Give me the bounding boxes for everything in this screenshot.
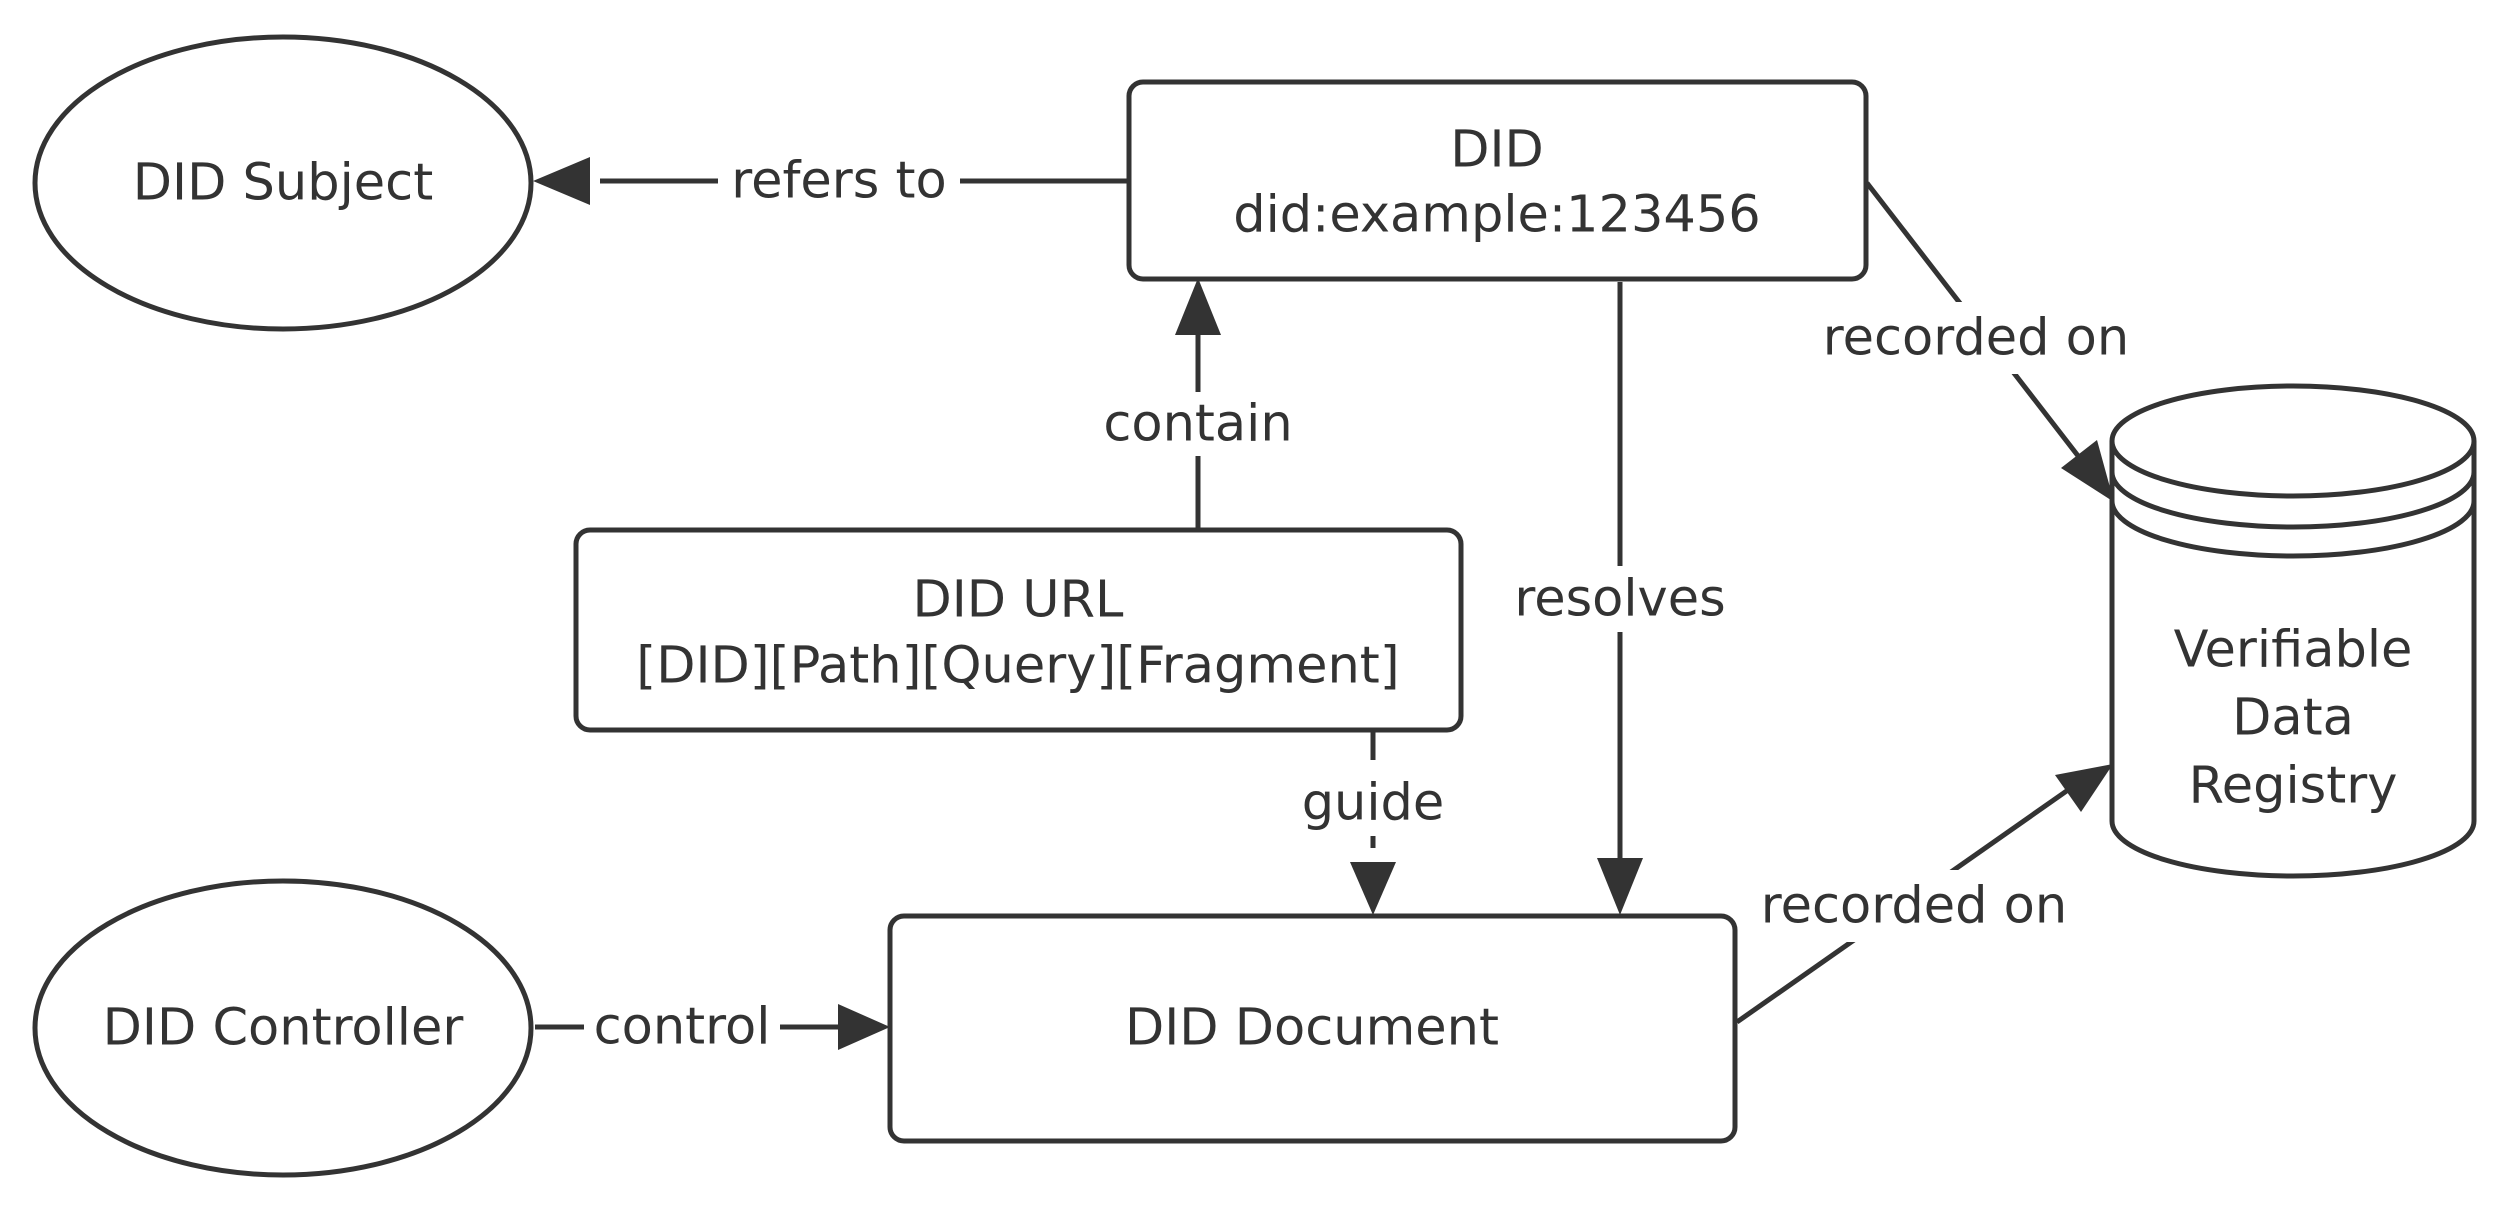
registry-cylinder-ring-2 bbox=[2109, 500, 2477, 559]
did-document-box bbox=[887, 913, 1738, 1144]
node-did-controller: DID Controller bbox=[32, 878, 534, 1178]
node-did: DID did:example:123456 bbox=[1126, 79, 1869, 282]
node-did-url: DID URL [DID][Path][Query][Fragment] bbox=[573, 527, 1464, 733]
did-box bbox=[1126, 79, 1869, 282]
registry-label-line-2: Data bbox=[2232, 689, 2354, 748]
did-url-title: DID URL bbox=[913, 571, 1125, 630]
did-identifier: did:example:123456 bbox=[1233, 186, 1760, 245]
registry-label-line-1: Verifiable bbox=[2174, 621, 2413, 680]
edge-control-arrowhead bbox=[838, 1004, 890, 1050]
edge-resolves-label-bg bbox=[1508, 566, 1732, 632]
edge-guide-label-bg bbox=[1290, 770, 1456, 836]
did-title: DID bbox=[1450, 121, 1544, 180]
edge-recorded-on-document-label-bg bbox=[1755, 870, 2073, 942]
edge-guide-arrowhead bbox=[1350, 862, 1396, 915]
did-subject-label: DID Subject bbox=[133, 154, 433, 213]
edge-recorded-on-document-arrowhead bbox=[2055, 764, 2113, 812]
edge-refers-to-label-bg bbox=[718, 145, 960, 217]
edge-control: control bbox=[535, 992, 890, 1062]
registry-cylinder-top bbox=[2109, 383, 2477, 499]
edge-recorded-on-did-arrowhead bbox=[2061, 440, 2114, 502]
edge-contain-label: contain bbox=[1103, 395, 1292, 454]
did-url-syntax: [DID][Path][Query][Fragment] bbox=[636, 637, 1399, 696]
node-did-subject: DID Subject bbox=[32, 34, 534, 332]
registry-cylinder-ring-1 bbox=[2109, 471, 2477, 530]
did-url-box bbox=[573, 527, 1464, 733]
did-document-label: DID Document bbox=[1125, 999, 1499, 1058]
edge-resolves: resolves bbox=[1508, 282, 1732, 915]
edge-resolves-arrowhead bbox=[1597, 858, 1643, 915]
edge-recorded-on-did: recorded on bbox=[1820, 181, 2132, 502]
did-controller-ellipse bbox=[32, 878, 534, 1178]
edge-recorded-on-did-label: recorded on bbox=[1823, 309, 2129, 368]
edge-contain: contain bbox=[1096, 278, 1300, 528]
edge-refers-to-arrowhead bbox=[533, 157, 590, 205]
did-controller-label: DID Controller bbox=[103, 999, 464, 1058]
edge-guide: guide bbox=[1290, 732, 1456, 915]
registry-label-line-3: Registry bbox=[2189, 757, 2398, 816]
edge-refers-to-label: refers to bbox=[731, 152, 947, 211]
edge-recorded-on-did-label-bg bbox=[1820, 302, 2132, 374]
did-subject-ellipse bbox=[32, 34, 534, 332]
edge-refers-to: refers to bbox=[533, 145, 1128, 217]
edge-recorded-on-document-label: recorded on bbox=[1761, 877, 2067, 936]
edge-contain-label-bg bbox=[1096, 392, 1300, 456]
edge-control-label: control bbox=[594, 998, 771, 1057]
edge-control-label-bg bbox=[584, 992, 780, 1062]
edge-resolves-label: resolves bbox=[1514, 570, 1725, 629]
node-verifiable-data-registry: Verifiable Data Registry bbox=[2109, 383, 2477, 879]
edge-contain-arrowhead bbox=[1175, 278, 1221, 335]
node-did-document: DID Document bbox=[887, 913, 1738, 1144]
edge-recorded-on-document: recorded on bbox=[1735, 764, 2113, 1025]
edge-guide-label: guide bbox=[1302, 774, 1445, 833]
